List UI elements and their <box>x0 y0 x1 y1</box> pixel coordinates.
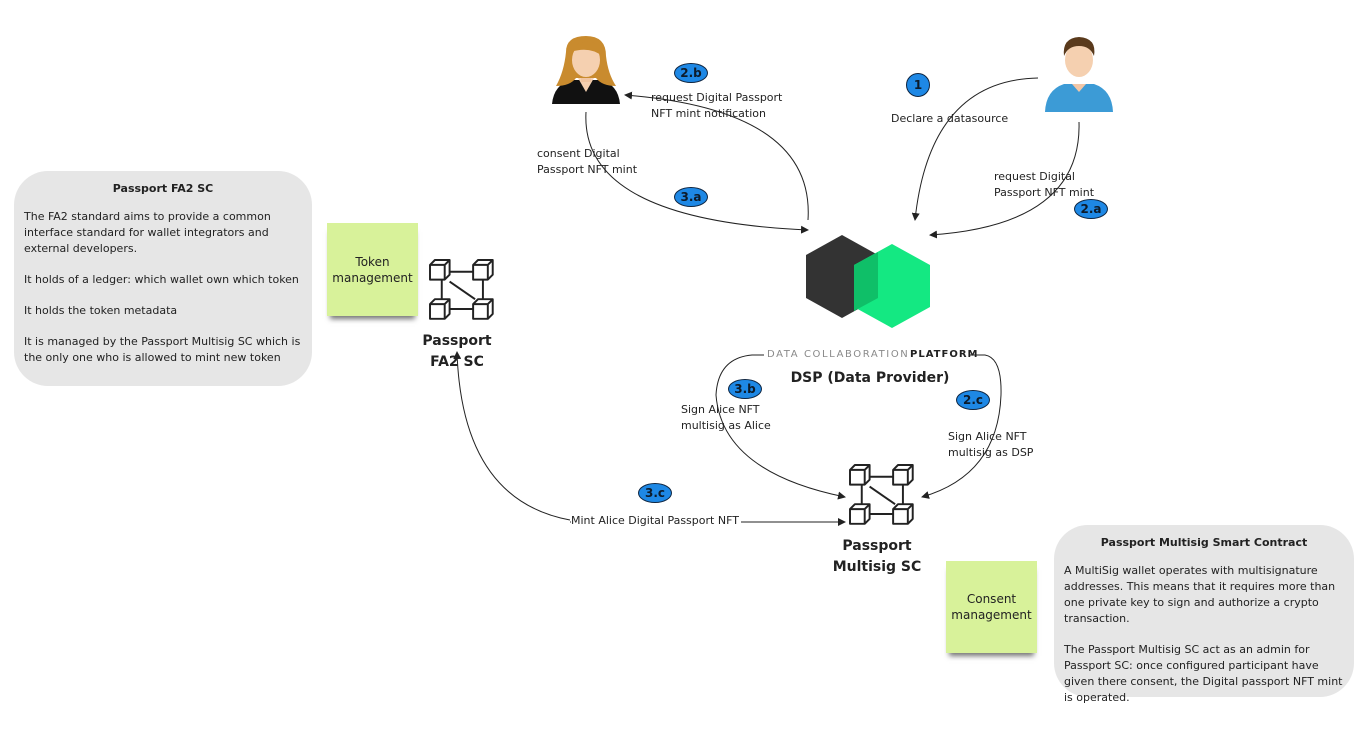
step-badge-2a: 2.a <box>1074 199 1108 219</box>
edge-label-1: Declare a datasource <box>891 112 1009 125</box>
step-badge-2b: 2.b <box>674 63 708 83</box>
user-avatar-icon <box>1045 37 1113 112</box>
dsp-logo-text-left: DATA COLLABORATION <box>767 349 910 360</box>
fa2-box-paragraph: It holds the token metadata <box>24 304 178 317</box>
multisig-box-paragraph: A MultiSig wallet operates with multisig… <box>1064 564 1336 625</box>
edge-2c-frame <box>921 354 1002 499</box>
dsp-logo-icon <box>806 235 930 328</box>
edge-label-2b: request Digital Passport NFT mint notifi… <box>651 91 783 120</box>
multisig-box-title: Passport Multisig Smart Contract <box>1100 536 1308 549</box>
edge-3a <box>585 111 809 234</box>
fa2-sc-title-text: Passport FA2 SC <box>422 333 492 370</box>
fa2-description-box: Passport FA2 SC The FA2 standard aims to… <box>14 171 312 386</box>
edge-3b-frame <box>715 354 846 500</box>
edge-1 <box>911 77 1039 221</box>
multisig-blockchain-icon <box>850 465 913 524</box>
step-badge-2c: 2.c <box>956 390 990 410</box>
multisig-sc-title-text: Passport Multisig SC <box>832 538 922 575</box>
multisig-box-paragraph: The Passport Multisig SC act as an admin… <box>1064 643 1343 704</box>
token-management-sticky: Token management <box>327 223 418 316</box>
edge-3c-curve <box>453 351 571 521</box>
fa2-sc-title: Passport FA2 SC <box>407 331 507 373</box>
fa2-box-title: Passport FA2 SC <box>112 182 214 195</box>
multisig-description-box: Passport Multisig Smart Contract A Multi… <box>1054 525 1354 704</box>
edge-label-2c: Sign Alice NFT multisig as DSP <box>948 430 1034 459</box>
edges <box>453 77 1080 526</box>
fa2-box-paragraph: The FA2 standard aims to provide a commo… <box>24 210 271 255</box>
step-badge-3c: 3.c <box>638 483 672 503</box>
step-badge-1: 1 <box>906 73 930 97</box>
multisig-sc-title: Passport Multisig SC <box>827 536 927 578</box>
edge-2a <box>929 121 1080 239</box>
dsp-logo-text-right: PLATFORM <box>910 349 979 360</box>
step-badge-3a: 3.a <box>674 187 708 207</box>
fa2-box-paragraph: It is managed by the Passport Multisig S… <box>24 335 301 364</box>
edge-2b <box>624 91 809 221</box>
fa2-box-paragraph: It holds of a ledger: which wallet own w… <box>24 273 299 286</box>
alice-avatar-icon <box>552 36 620 104</box>
edge-label-3a: consent Digital Passport NFT mint <box>537 147 638 176</box>
consent-management-sticky: Consent management <box>946 561 1037 653</box>
edge-label-3b: Sign Alice NFT multisig as Alice <box>681 403 771 432</box>
dsp-title: DSP (Data Provider) <box>790 370 950 386</box>
edge-label-3c: Mint Alice Digital Passport NFT <box>571 513 741 529</box>
fa2-blockchain-icon <box>430 260 493 319</box>
step-badge-3b: 3.b <box>728 379 762 399</box>
edge-label-2a: request Digital Passport NFT mint <box>994 170 1095 199</box>
